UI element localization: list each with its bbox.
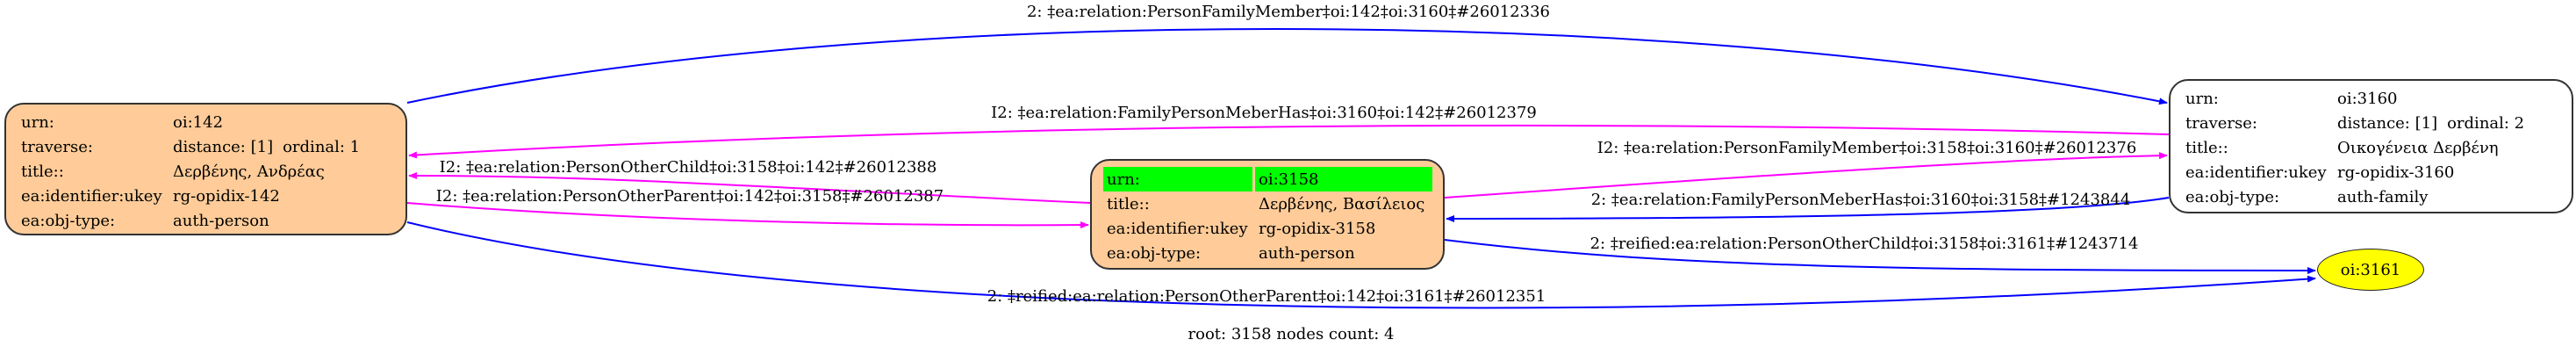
edge-142-to-3160	[406, 28, 2168, 105]
row-key: urn:	[1103, 167, 1252, 191]
row-value: rg-opidix-3158	[1259, 219, 1376, 238]
row-key: traverse:	[21, 137, 93, 156]
row-key: title::	[1107, 194, 1150, 213]
node-row: ea:identifier:ukey rg-opidix-3158	[1103, 216, 1432, 241]
edge-3160-to-3158	[1446, 197, 2170, 222]
edge-label: 2: ‡reified:ea:relation:PersonOtherParen…	[987, 287, 1546, 306]
edge-3158-to-142	[408, 172, 1091, 204]
row-value: distance: [1]	[2337, 113, 2438, 133]
row-key: urn:	[2185, 89, 2219, 108]
row-value: Δερβένης, Βασίλειος	[1259, 194, 1425, 213]
row-value: rg-opidix-3160	[2337, 163, 2455, 182]
node-row: ea:obj-type: auth-person	[18, 208, 363, 233]
edge-label: I2: ‡ea:relation:PersonOtherParent‡oi:14…	[436, 187, 944, 206]
node-row: ea:identifier:ukey rg-opidix-142	[18, 184, 363, 208]
row-extra: ordinal: 1	[283, 137, 361, 156]
edge-3160-to-142	[408, 124, 2170, 159]
node-row: urn: oi:142	[18, 110, 363, 134]
row-value: auth-person	[173, 211, 269, 230]
row-key: ea:obj-type:	[2185, 187, 2280, 206]
edge-label: 2: ‡ea:relation:FamilyPersonMeberHas‡oi:…	[1591, 191, 2131, 209]
row-key: urn:	[21, 112, 54, 132]
graph-footer: root: 3158 nodes count: 4	[1188, 325, 1395, 343]
node-oi-3158-root[interactable]: urn:oi:3158 title::Δερβένης, Βασίλειος e…	[1090, 159, 1445, 270]
edge-3158-to-3160	[1444, 152, 2168, 199]
row-value: oi:3160	[2337, 89, 2398, 108]
node-row: title::Οικογένεια Δερβένη	[2182, 135, 2528, 160]
node-row: traverse: distance: [1] ordinal: 1	[18, 134, 363, 159]
row-key: ea:obj-type:	[21, 211, 116, 230]
node-oi-3160[interactable]: urn: oi:3160 traverse: distance: [1] ordina…	[2169, 79, 2573, 213]
edge-label: I2: ‡ea:relation:PersonFamilyMember‡oi:3…	[1597, 139, 2137, 157]
edge-142-to-3161	[406, 221, 2316, 309]
node-row: ea:obj-type: auth-person	[1103, 241, 1432, 265]
node-oi-142[interactable]: urn: oi:142 traverse: distance: [1] ordinal…	[4, 103, 407, 235]
node-row: title::Δερβένης, Ανδρέας	[18, 159, 363, 184]
node-label: oi:3161	[2340, 260, 2401, 279]
row-value: auth-person	[1259, 243, 1355, 263]
node-row: ea:obj-type: auth-family	[2182, 184, 2528, 209]
row-key: traverse:	[2185, 113, 2257, 133]
row-value: Οικογένεια Δερβένη	[2337, 138, 2499, 157]
node-oi-3161[interactable]: oi:3161	[2317, 249, 2424, 291]
row-key: title::	[2185, 138, 2228, 157]
node-row: ea:identifier:ukey rg-opidix-3160	[2182, 160, 2528, 184]
edge-3158-to-3161	[1444, 239, 2316, 274]
edge-label: 2: ‡ea:relation:PersonFamilyMember‡oi:14…	[1027, 3, 1550, 21]
row-key: ea:identifier:ukey	[21, 186, 162, 206]
node-row: title::Δερβένης, Βασίλειος	[1103, 191, 1432, 216]
edge-label: 2: ‡reified:ea:relation:PersonOtherChild…	[1590, 235, 2139, 253]
row-value: distance: [1]	[173, 137, 274, 156]
row-value: oi:142	[173, 112, 224, 132]
row-key: ea:identifier:ukey	[1107, 219, 1248, 238]
row-value: auth-family	[2337, 187, 2429, 206]
row-extra: ordinal: 2	[2447, 113, 2525, 133]
row-value: Δερβένης, Ανδρέας	[173, 162, 325, 181]
row-value: oi:3158	[1255, 167, 1432, 191]
node-row: traverse: distance: [1] ordinal: 2	[2182, 111, 2528, 135]
edge-142-to-3158	[406, 202, 1089, 229]
row-key: ea:identifier:ukey	[2185, 163, 2327, 182]
node-row-highlighted: urn:oi:3158	[1103, 167, 1432, 191]
edge-label: I2: ‡ea:relation:FamilyPersonMeberHas‡oi…	[991, 104, 1537, 122]
edge-label: I2: ‡ea:relation:PersonOtherChild‡oi:315…	[440, 158, 937, 177]
row-key: title::	[21, 162, 64, 181]
node-row: urn: oi:3160	[2182, 86, 2528, 111]
row-value: rg-opidix-142	[173, 186, 280, 206]
row-key: ea:obj-type:	[1107, 243, 1202, 263]
